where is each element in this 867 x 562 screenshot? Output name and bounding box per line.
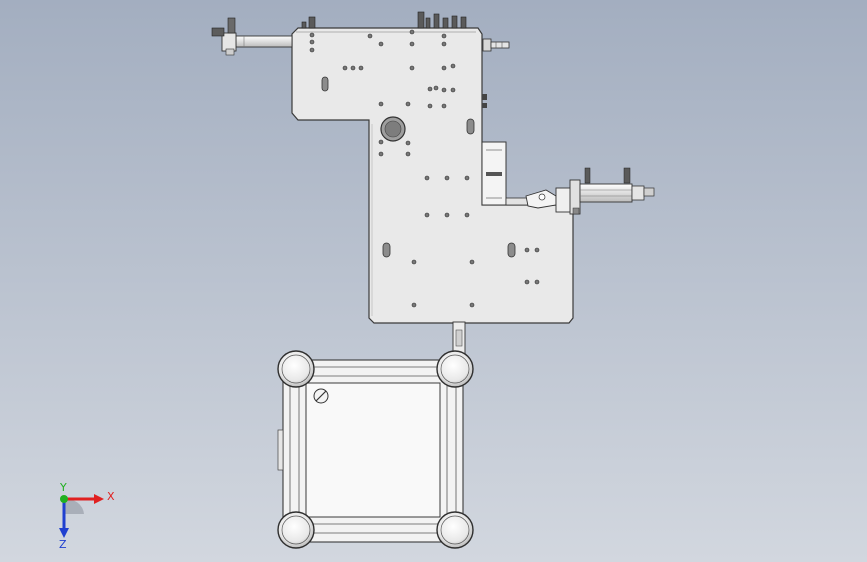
corner-wheel (277, 511, 315, 549)
plate-hole (424, 175, 430, 181)
plate-hole (469, 302, 475, 308)
mounting-slots (321, 76, 516, 258)
main-plate[interactable] (291, 27, 574, 324)
plate-hole (405, 101, 411, 107)
corner-wheel-rim (440, 354, 470, 384)
x-axis-label: X (107, 490, 115, 503)
x-axis-head (94, 494, 104, 504)
plate-hole (427, 103, 433, 109)
plate-hole (378, 139, 384, 145)
frame-screw-icon (313, 388, 329, 404)
plate-hole (441, 65, 447, 71)
plate-hole (433, 85, 439, 91)
plate-hole (409, 29, 415, 35)
plate-hole (441, 87, 447, 93)
plate-hole (441, 41, 447, 47)
plate-hole (464, 175, 470, 181)
coordinate-triad: X Y Z (59, 481, 115, 550)
plate-hole (309, 39, 315, 45)
plate-hole (524, 279, 530, 285)
center-bore-hole (380, 116, 406, 142)
plate-hole (367, 33, 373, 39)
guide-block[interactable] (481, 141, 507, 206)
plate-hole (411, 302, 417, 308)
z-axis-head (59, 528, 69, 538)
plate-hole (469, 259, 475, 265)
plate-hole (309, 47, 315, 53)
plate-hole (411, 259, 417, 265)
plate-hole (441, 33, 447, 39)
y-axis-label: Y (59, 481, 67, 494)
plate-hole (450, 87, 456, 93)
plate-hole (534, 279, 540, 285)
plate-hole (405, 151, 411, 157)
corner-wheel (277, 350, 315, 388)
plate-hole (424, 212, 430, 218)
plate-hole (342, 65, 348, 71)
plate-hole (358, 65, 364, 71)
square-frame[interactable] (277, 359, 464, 543)
plate-hole (464, 212, 470, 218)
corner-wheel (436, 350, 474, 388)
plate-hole (534, 247, 540, 253)
plate-hole (444, 212, 450, 218)
corner-wheel (436, 511, 474, 549)
plate-hole (378, 151, 384, 157)
top-air-fittings[interactable] (301, 11, 467, 29)
z-axis-label: Z (59, 538, 67, 550)
plate-hole (409, 41, 415, 47)
plate-hole (444, 175, 450, 181)
corner-wheel-rim (281, 354, 311, 384)
corner-wheels (277, 350, 474, 549)
plate-hole (427, 86, 433, 92)
plate-hole (309, 32, 315, 38)
side-bolts (482, 94, 487, 108)
plate-hole (350, 65, 356, 71)
corner-wheel-rim (440, 515, 470, 545)
plate-hole (378, 41, 384, 47)
plate-holes (309, 29, 540, 308)
plate-hole (441, 103, 447, 109)
plate-hole (405, 140, 411, 146)
right-cylinder[interactable] (505, 167, 655, 215)
plate-hole (409, 65, 415, 71)
plate-hole (524, 247, 530, 253)
top-right-connector[interactable] (482, 38, 510, 52)
y-axis-dot (60, 495, 68, 503)
plate-hole (450, 63, 456, 69)
left-cylinder[interactable] (211, 17, 293, 56)
plate-hole (378, 101, 384, 107)
corner-wheel-rim (281, 515, 311, 545)
